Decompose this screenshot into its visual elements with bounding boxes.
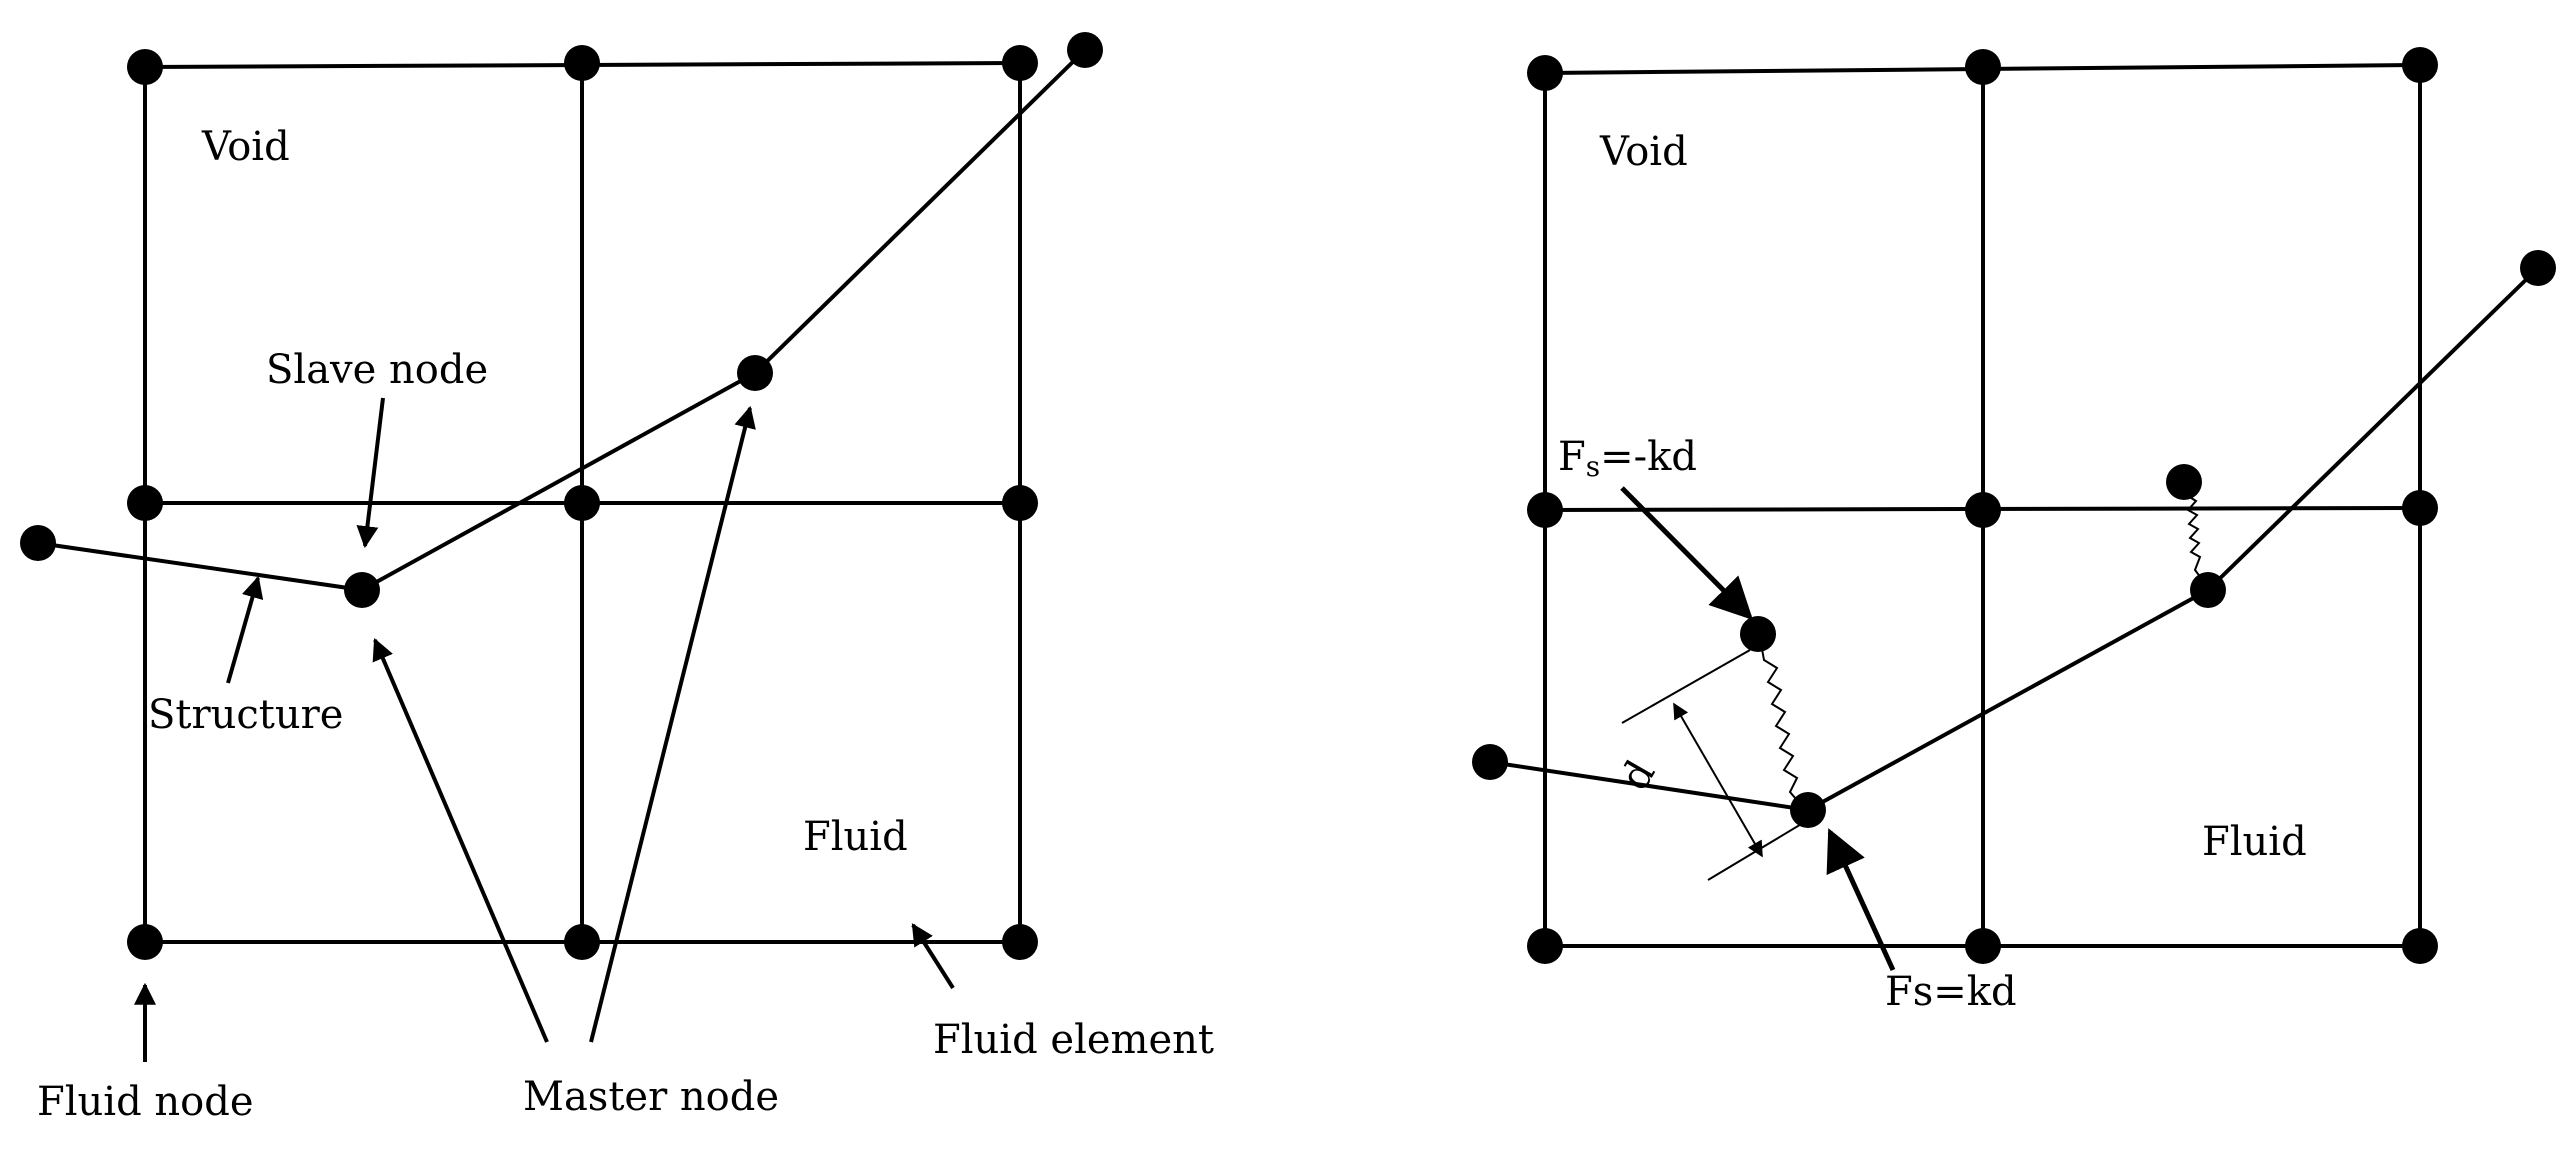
left-void-label: Void bbox=[201, 124, 290, 170]
force-on-fluid-expression: =-kd bbox=[1600, 434, 1697, 480]
fluid-node-label: Fluid node bbox=[37, 1079, 254, 1125]
left-fluid-nodes bbox=[127, 45, 1038, 960]
structure-node bbox=[2190, 572, 2226, 608]
fluid-node bbox=[127, 49, 163, 85]
left-structure-segment-1 bbox=[37, 541, 363, 592]
force-arrow-on-structure bbox=[1826, 828, 1896, 972]
structure-end-node bbox=[1472, 744, 1508, 780]
fluid-node bbox=[1965, 49, 2001, 85]
master-node-arrow-2 bbox=[589, 405, 756, 1043]
slave-node-label: Slave node bbox=[266, 347, 488, 393]
fluid-node bbox=[1002, 924, 1038, 960]
structure-end-node bbox=[20, 525, 56, 561]
fluid-node bbox=[564, 45, 600, 81]
left-structure bbox=[37, 48, 1087, 592]
left-panel: Void Fluid Slave node Structure Fluid el… bbox=[20, 32, 1214, 1125]
fluid-node bbox=[2402, 928, 2438, 964]
right-fluid-label: Fluid bbox=[2202, 819, 2307, 865]
dimension-arrow-up bbox=[1673, 702, 1719, 781]
master-node-label: Master node bbox=[523, 1074, 779, 1120]
fluid-node bbox=[1002, 485, 1038, 521]
structure-end-node bbox=[2520, 250, 2556, 286]
fluid-node bbox=[1002, 45, 1038, 81]
structure-arrow bbox=[226, 575, 264, 684]
fluid-node bbox=[1527, 492, 1563, 528]
right-springs bbox=[1759, 481, 2205, 807]
distance-label: d bbox=[1612, 753, 1665, 798]
left-structure-segment-2 bbox=[361, 371, 756, 592]
penetration-distance-dimension bbox=[1621, 649, 1809, 881]
right-structure bbox=[1489, 266, 2540, 812]
structure-label: Structure bbox=[148, 692, 343, 738]
fluid-node bbox=[2402, 47, 2438, 83]
penalty-spring-lower bbox=[1759, 637, 1803, 807]
right-structure-segment-1 bbox=[1489, 760, 1809, 812]
right-force-arrows bbox=[1620, 486, 1896, 972]
force-on-structure-label: Fs=kd bbox=[1885, 969, 2017, 1015]
fluid-element-label: Fluid element bbox=[933, 1017, 1214, 1063]
right-structure-segment-3 bbox=[2206, 266, 2540, 592]
fluid-node bbox=[564, 924, 600, 960]
fluid-node bbox=[127, 485, 163, 521]
right-void-label: Void bbox=[1599, 129, 1688, 175]
force-on-fluid-subscript: s bbox=[1586, 450, 1600, 483]
fluid-node bbox=[127, 924, 163, 960]
coupling-point-upper bbox=[2166, 464, 2202, 500]
fluid-element-arrow bbox=[911, 923, 955, 990]
fluid-node bbox=[1527, 55, 1563, 91]
penalty-spring-upper bbox=[2183, 481, 2205, 583]
master-node-arrow-1 bbox=[372, 637, 549, 1043]
right-fluid-nodes bbox=[1527, 47, 2438, 964]
slave-node-arrow bbox=[356, 397, 385, 549]
right-structure-segment-2 bbox=[1807, 588, 2209, 812]
dimension-arrow-down bbox=[1717, 779, 1763, 858]
left-structure-segment-3 bbox=[753, 48, 1087, 375]
left-structure-nodes bbox=[20, 32, 1103, 608]
right-panel: d Void Fluid Fs bbox=[1472, 47, 2556, 1015]
coupling-point-lower bbox=[1740, 616, 1776, 652]
force-arrow-on-fluid bbox=[1620, 486, 1753, 620]
left-callout-arrows bbox=[134, 397, 955, 1062]
slave-node bbox=[344, 572, 380, 608]
fluid-node bbox=[1965, 928, 2001, 964]
force-on-fluid-symbol: F bbox=[1558, 434, 1586, 480]
force-on-fluid-label: Fs=-kd bbox=[1558, 434, 1697, 483]
left-fluid-label: Fluid bbox=[803, 814, 908, 860]
structure-end-node bbox=[1067, 32, 1103, 68]
fluid-node bbox=[564, 485, 600, 521]
dimension-extension-line-top bbox=[1621, 649, 1751, 724]
right-structure-nodes bbox=[1472, 250, 2556, 828]
slave-node bbox=[1790, 792, 1826, 828]
fluid-node bbox=[1965, 492, 2001, 528]
fluid-node bbox=[1527, 928, 1563, 964]
fluid-node bbox=[2402, 490, 2438, 526]
structure-node bbox=[737, 355, 773, 391]
